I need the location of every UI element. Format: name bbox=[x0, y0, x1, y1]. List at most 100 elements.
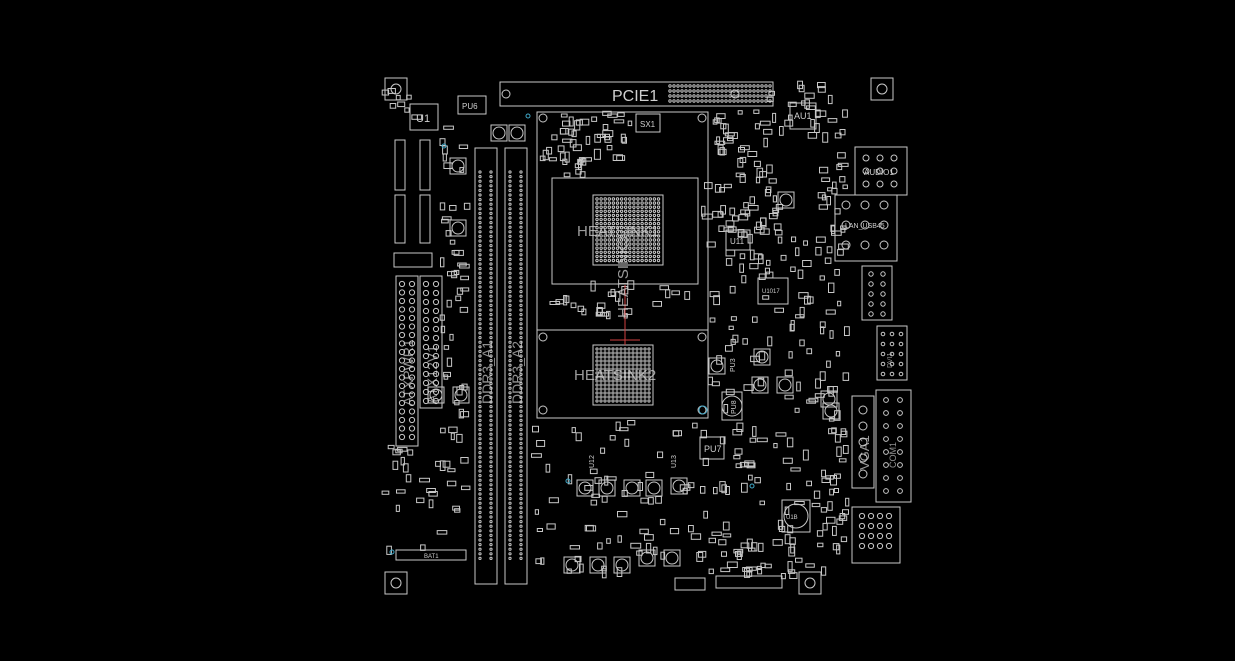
ddr-pin bbox=[478, 193, 482, 197]
atx-pin bbox=[422, 352, 430, 360]
ddr-pin bbox=[519, 326, 523, 330]
smd-part bbox=[758, 273, 766, 280]
ddr-pin bbox=[508, 170, 512, 174]
bga-ball bbox=[619, 387, 623, 391]
ps2-pin bbox=[885, 512, 893, 520]
bga-ball bbox=[624, 254, 628, 259]
smd-part bbox=[827, 187, 833, 192]
ddr-pin bbox=[489, 179, 493, 183]
com-pin bbox=[883, 449, 889, 455]
bga-ball bbox=[603, 347, 607, 351]
bga-ball bbox=[628, 213, 632, 218]
heatsink2-label: HEATSINK2 bbox=[574, 367, 656, 384]
pu6-label: PU6 bbox=[462, 102, 478, 111]
smd-part bbox=[738, 214, 749, 221]
smd-part bbox=[772, 112, 777, 123]
smd-part bbox=[719, 481, 726, 492]
bga-ball bbox=[595, 355, 599, 359]
through-hole-part bbox=[454, 388, 468, 402]
bga-ball bbox=[644, 226, 648, 230]
audio-jack bbox=[862, 154, 870, 162]
smd-part bbox=[536, 528, 543, 532]
bga-ball bbox=[624, 217, 628, 222]
bga-ball bbox=[615, 258, 620, 263]
pcie-pin bbox=[692, 99, 696, 103]
ddr-pin bbox=[519, 441, 523, 445]
pcie-pin bbox=[760, 99, 764, 103]
bga-ball bbox=[656, 250, 661, 255]
bga-ball bbox=[652, 258, 657, 263]
ddr-pin bbox=[489, 253, 493, 257]
bga-ball bbox=[623, 399, 627, 403]
ddr-pin bbox=[519, 492, 523, 496]
pcie-pin bbox=[720, 89, 724, 93]
smd-part bbox=[786, 437, 794, 448]
bga-ball bbox=[607, 355, 611, 359]
ddr-pin bbox=[508, 184, 512, 188]
smd-part bbox=[777, 519, 784, 530]
bga-ball bbox=[631, 359, 635, 363]
ddr-pin bbox=[508, 533, 512, 538]
smd-part bbox=[453, 269, 460, 275]
atx-pin bbox=[422, 316, 430, 324]
ddr-pin bbox=[508, 372, 512, 376]
bga-ball bbox=[611, 363, 615, 367]
bga-ball bbox=[624, 201, 628, 205]
ddr-pin bbox=[508, 354, 512, 358]
smd-part bbox=[555, 299, 564, 305]
ddr-pin bbox=[478, 234, 482, 238]
smd-part bbox=[392, 460, 399, 470]
bga-ball bbox=[623, 367, 627, 371]
com-pin bbox=[897, 436, 903, 442]
smd-part bbox=[389, 103, 397, 109]
bga-ball bbox=[656, 258, 661, 263]
cpu-bga-outline bbox=[592, 194, 664, 266]
pcie-pin bbox=[740, 99, 744, 103]
bga-ball bbox=[643, 371, 647, 375]
smd-part bbox=[821, 469, 826, 478]
smd-part bbox=[837, 152, 846, 159]
smd-part bbox=[596, 133, 606, 139]
bga-ball bbox=[631, 379, 635, 383]
smd-part bbox=[805, 105, 816, 111]
usb-block-outline bbox=[861, 265, 893, 321]
heatsink3-label: HEATSINK3 bbox=[615, 236, 632, 318]
ddr-pin bbox=[489, 372, 493, 376]
bga-ball bbox=[635, 371, 639, 375]
audio-jack bbox=[876, 154, 884, 162]
pcie-pin bbox=[684, 89, 688, 93]
atx-pin bbox=[432, 370, 440, 378]
ddr-pin bbox=[519, 317, 523, 321]
bga-ball bbox=[615, 367, 619, 371]
smd-part bbox=[671, 290, 680, 296]
bga-ball bbox=[619, 197, 624, 201]
lan-pin bbox=[860, 240, 870, 250]
ddr-pin bbox=[489, 520, 493, 524]
smd-part bbox=[728, 325, 734, 331]
bga-ball bbox=[603, 230, 607, 234]
smd-part bbox=[590, 280, 596, 292]
bga-ball bbox=[628, 238, 632, 242]
bga-ball bbox=[632, 213, 636, 218]
pcie-pin bbox=[672, 94, 676, 98]
ddr-pin bbox=[508, 221, 512, 225]
smd-part bbox=[546, 523, 556, 530]
bga-ball bbox=[643, 391, 647, 395]
usb-pin bbox=[880, 271, 886, 277]
ddr-pin bbox=[478, 437, 482, 441]
smd-part bbox=[815, 236, 826, 243]
smd-part bbox=[784, 534, 791, 545]
through-hole-part bbox=[591, 558, 605, 572]
pcie-pin bbox=[728, 94, 732, 98]
smd-part bbox=[735, 463, 743, 469]
smd-part bbox=[778, 525, 786, 533]
pcie-pin bbox=[724, 99, 728, 103]
smd-part bbox=[557, 145, 565, 153]
ddr-pin bbox=[478, 313, 482, 317]
u1b-inductor bbox=[783, 503, 809, 529]
bga-ball bbox=[603, 367, 607, 371]
bga-ball bbox=[619, 371, 623, 375]
smd-part bbox=[395, 504, 400, 512]
u1-chip-outline bbox=[409, 103, 439, 131]
smd-part bbox=[548, 497, 559, 504]
